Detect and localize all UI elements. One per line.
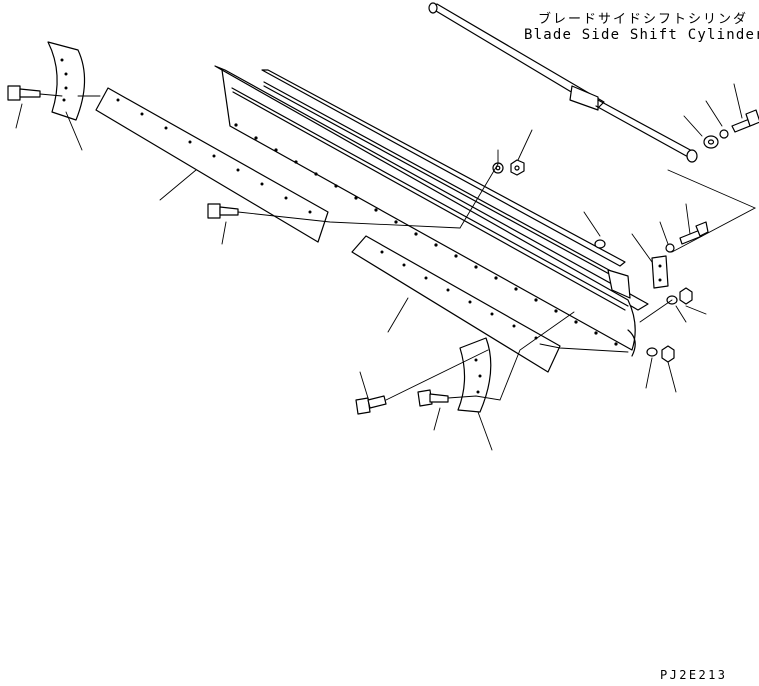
cutting-edge-bolt [207,203,239,219]
plate [651,255,669,289]
pin-small [594,239,606,249]
nut-upper [510,159,525,176]
cylinder-bolt [731,109,759,133]
right-cutting-edge [351,235,561,373]
blade-main-body [214,65,649,357]
nut-lower-1 [679,287,693,305]
nut-lower-2 [661,345,675,363]
side-shift-cylinder [428,2,698,163]
right-bolt-1 [355,395,387,415]
right-bolt-2 [417,389,449,407]
washer-mid [665,243,675,253]
drawing-code: PJ2E213 [660,668,728,682]
cylinder-washer-2 [719,129,729,139]
washer-lower-2 [646,347,658,357]
bolt-mid [679,221,709,245]
left-cutting-edge [95,87,329,243]
cylinder-label-en: Blade Side Shift Cylinder [524,27,759,43]
left-end-bit-bolt [7,85,41,101]
left-end-bit [47,41,86,121]
washer-upper [492,162,504,174]
right-end-bit [457,337,492,413]
cylinder-washer-1 [703,135,719,149]
blade-hole-row [234,123,618,346]
cylinder-label-jp: ブレードサイドシフトシリンダ [538,12,749,27]
